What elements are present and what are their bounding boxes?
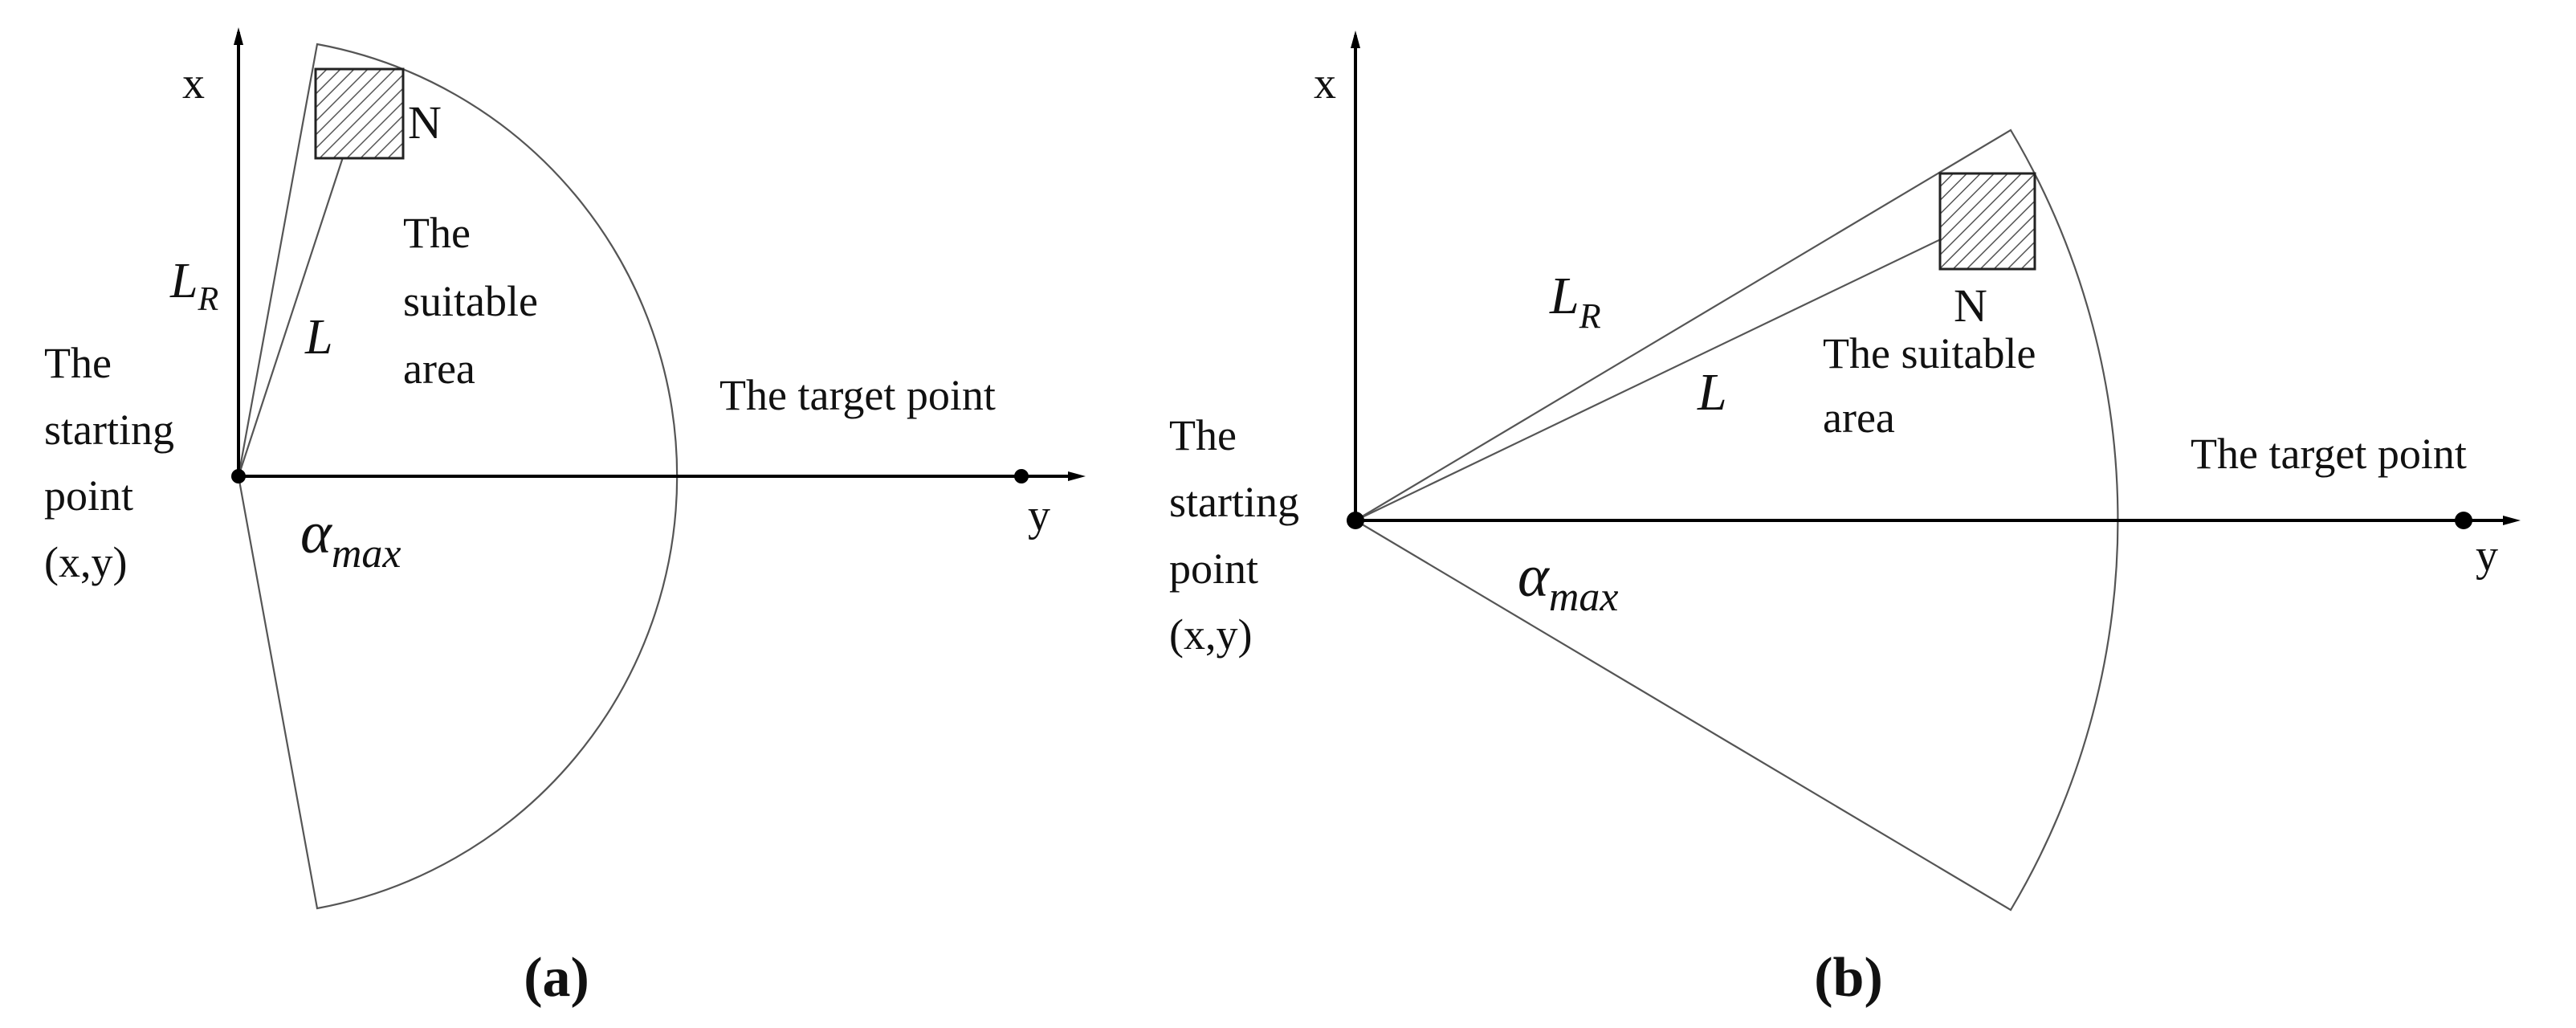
node-square-a [314, 67, 405, 160]
x-axis-arrow-a [234, 27, 243, 45]
l-line-a [237, 117, 357, 477]
caption-a: (a) [524, 947, 589, 1009]
node-label-b: N [1954, 279, 1987, 332]
y-axis-arrow-b [2503, 516, 2521, 525]
start-label-b: The starting point (x,y) [1169, 411, 1310, 659]
l-line-b [1355, 217, 1987, 521]
x-axis-label-a: x [182, 59, 205, 108]
l-label-a: L [304, 310, 332, 365]
node-square-b [1938, 172, 2036, 271]
target-label-b: The target point [2191, 430, 2467, 478]
alpha-label-a: αmax [300, 500, 401, 577]
area-label-a: The suitable area [403, 209, 548, 393]
alpha-label-b: αmax [1518, 544, 1618, 620]
x-axis-arrow-b [1351, 31, 1360, 48]
target-label-a: The target point [719, 371, 996, 419]
l-label-b: L [1697, 363, 1727, 422]
start-point-b [1347, 512, 1364, 529]
y-axis-label-a: y [1028, 491, 1050, 541]
start-label-a: The starting point (x,y) [44, 339, 185, 586]
area-label-b: The suitable area [1823, 329, 2047, 442]
lr-label-a: LR [169, 254, 218, 318]
target-point-b [2455, 512, 2472, 529]
target-point-a [1014, 469, 1029, 483]
caption-b: (b) [1814, 947, 1883, 1009]
x-axis-label-b: x [1314, 59, 1336, 108]
panel-a: x y N The suitable area LR L The startin… [44, 27, 1086, 1009]
y-axis-arrow-a [1068, 471, 1086, 481]
y-axis-label-b: y [2476, 531, 2498, 581]
panel-b: x y N The suitable area LR L The startin… [1169, 31, 2521, 1009]
start-point-a [231, 469, 246, 483]
lr-label-b: LR [1549, 267, 1601, 336]
node-label-a: N [408, 96, 442, 149]
